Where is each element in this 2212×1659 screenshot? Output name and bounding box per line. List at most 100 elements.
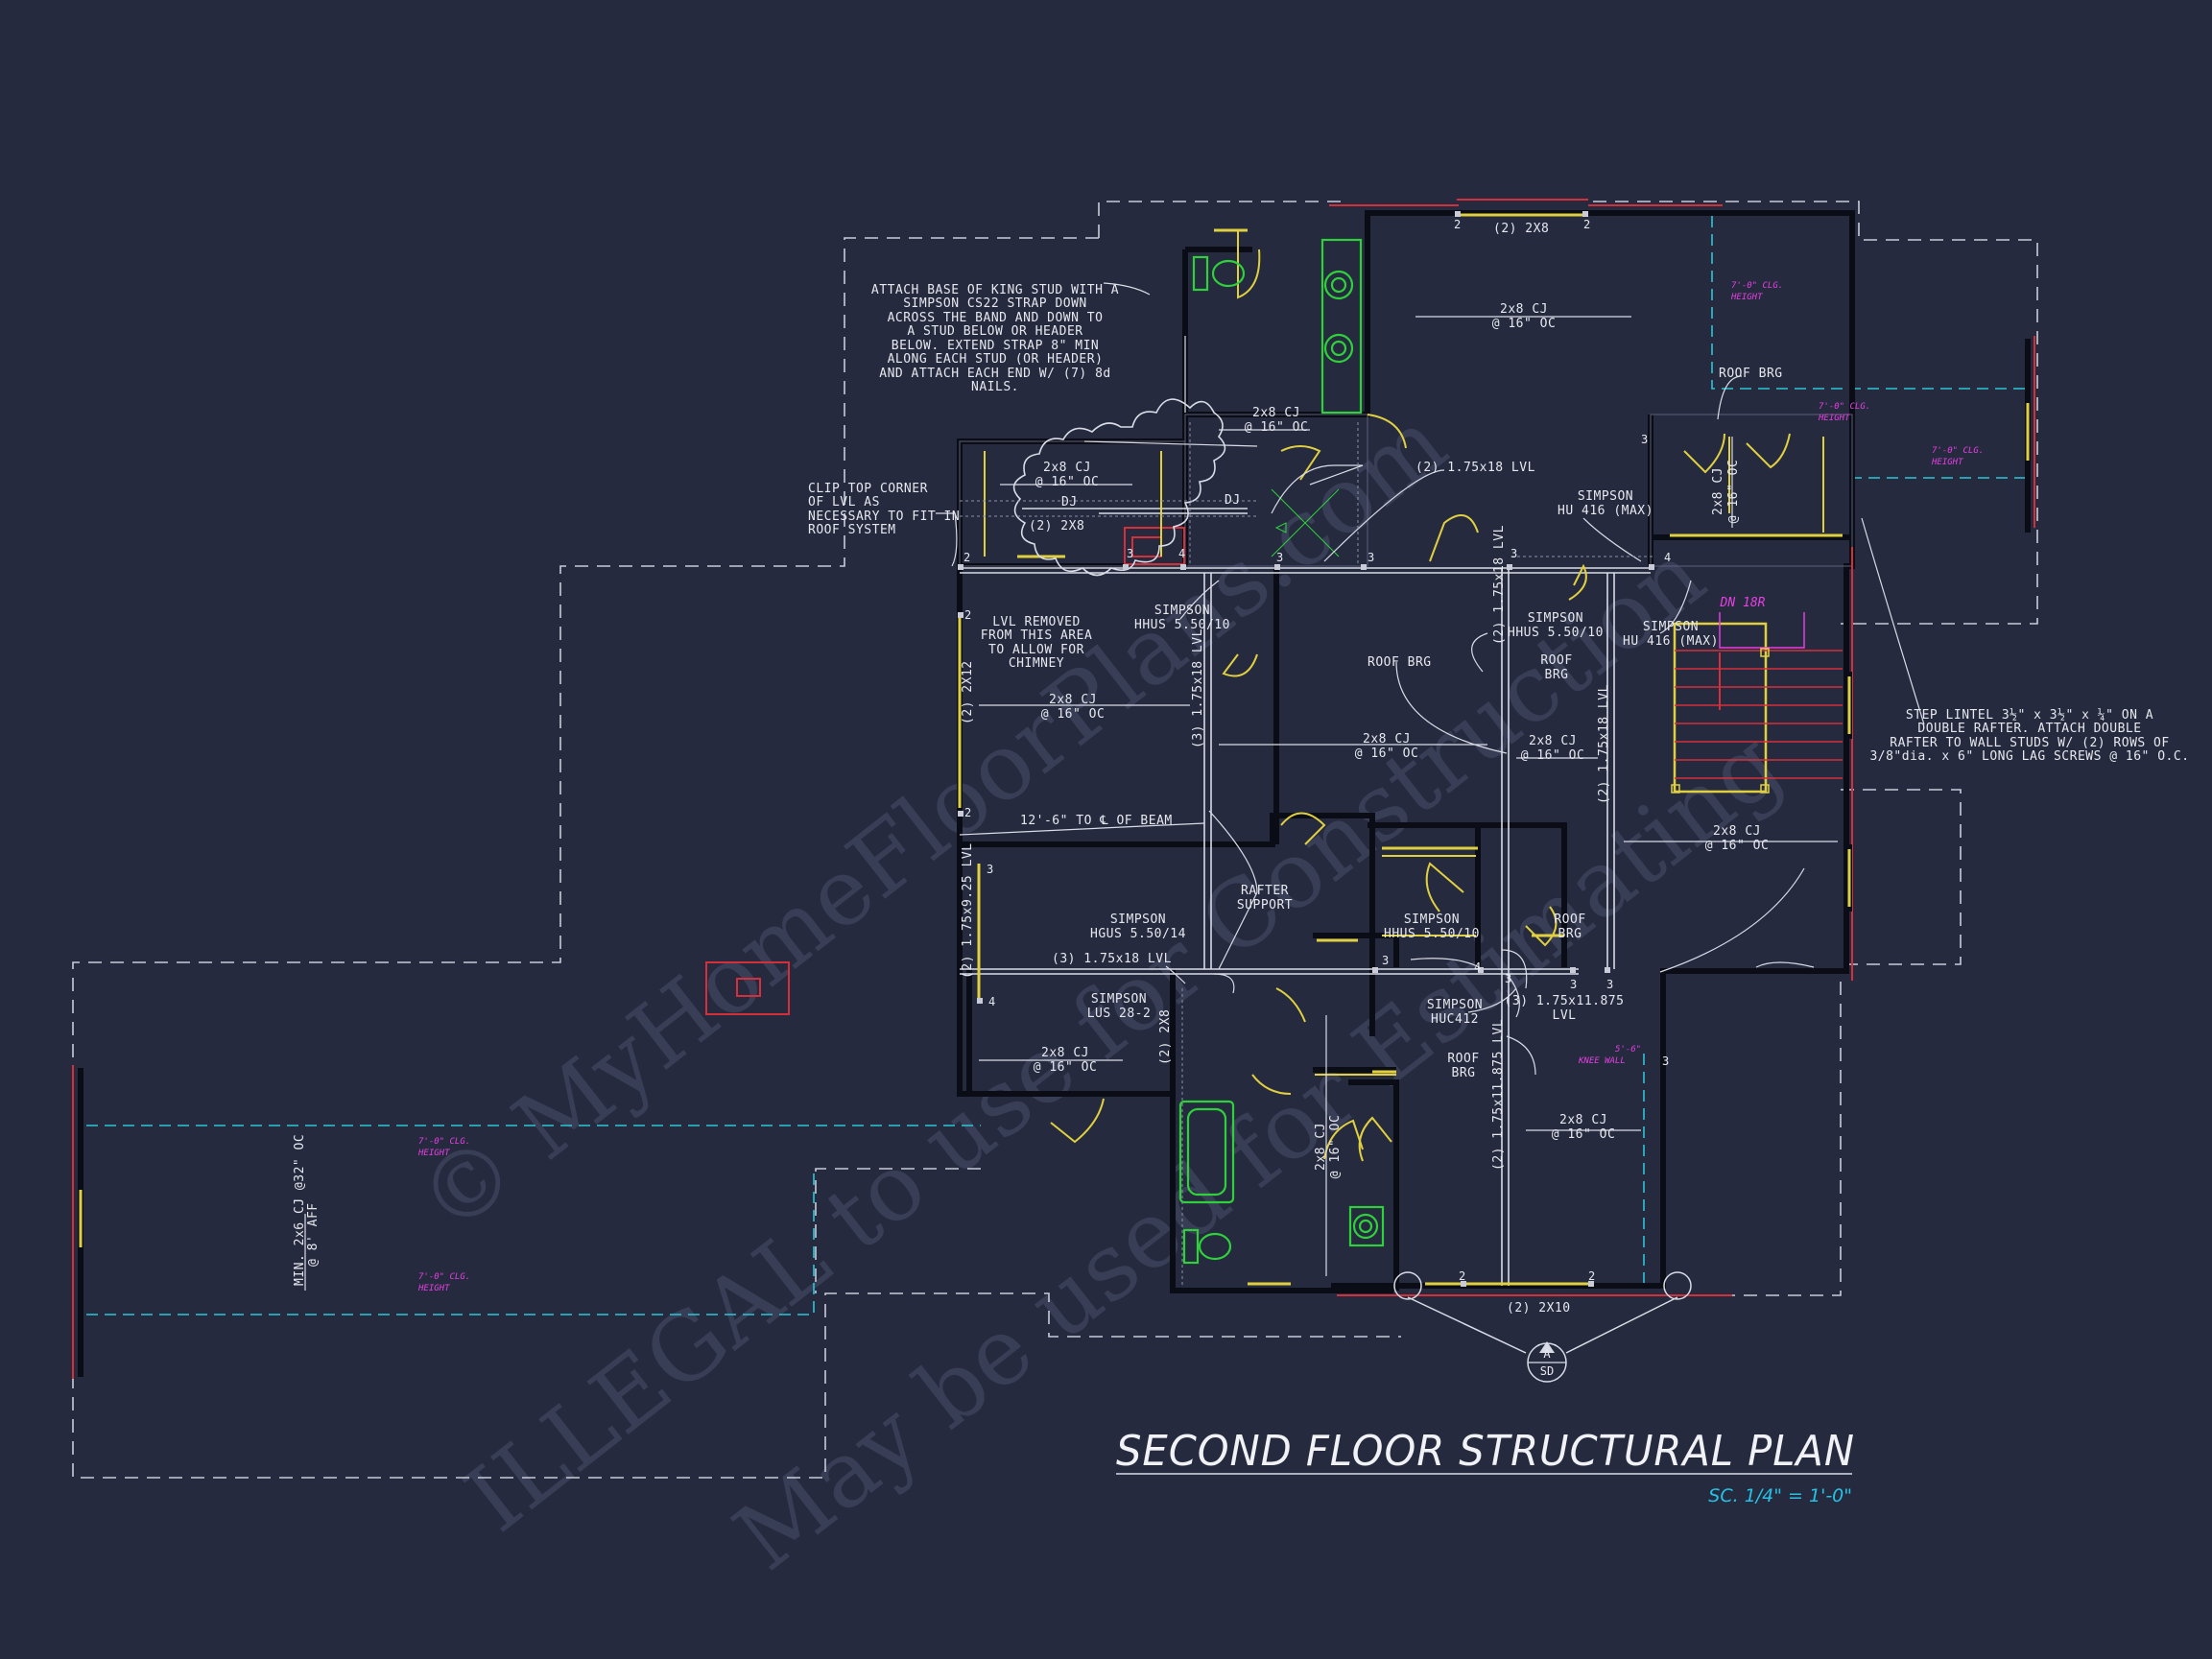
dj-label: DJ [1225,493,1241,508]
svg-text:LVL REMOVED: LVL REMOVED [992,615,1081,629]
svg-text:A STUD BELOW OR HEADER: A STUD BELOW OR HEADER [907,324,1082,339]
svg-text:CHIMNEY: CHIMNEY [1009,656,1064,671]
headers [958,213,1843,1286]
post-number: 4 [988,995,995,1008]
ceiling-height-tag: HEIGHT [417,1284,450,1293]
ceiling-height-tags: 7'-0" CLG. HEIGHT 7'-0" CLG. HEIGHT 7'-0… [417,281,1984,1293]
section-sheet: SD [1540,1364,1554,1378]
simpson-note: HUC412 [1431,1012,1479,1027]
joist-size: 2x8 CJ [1713,824,1761,839]
chase [1271,488,1340,557]
joist-size: 2x8 CJ [1314,1123,1328,1171]
header-label: (2) 2X8 [1029,519,1084,533]
svg-text:3/8"dia. x 6" LONG LAG SCREWS: 3/8"dia. x 6" LONG LAG SCREWS @ 16" O.C. [1869,749,2189,764]
joist-spacing: @ 16" OC [1552,1127,1616,1142]
svg-text:DOUBLE RAFTER. ATTACH DOUBLE: DOUBLE RAFTER. ATTACH DOUBLE [1917,722,2141,736]
post-number: 3 [1505,972,1511,985]
plan-title: SECOND FLOOR STRUCTURAL PLAN [1116,1427,1855,1476]
post-number: 3 [1662,1055,1669,1068]
header-label: (2) 2X10 [1507,1301,1571,1315]
post-number: 3 [1127,547,1133,560]
toilet-icon [1211,259,1246,288]
header-label: (2) 2X8 [1158,1009,1173,1065]
post-number: 3 [1276,551,1283,564]
joist-size: 2x8 CJ [1363,732,1411,747]
post-numbers: 2 2 3 4 2 3 4 3 3 3 3 4 2 2 3 4 3 3 3 3 … [963,218,1671,1283]
joist-spacing: @ 16" OC [1726,460,1741,524]
joist-labels: 2x8 CJ @ 16" OC 2x8 CJ @ 16" OC 2x8 CJ @… [1034,302,1769,1178]
joist-size: 2x8 CJ [1559,1113,1607,1127]
svg-text:RAFTER TO WALL STUDS W/ (2) RO: RAFTER TO WALL STUDS W/ (2) ROWS OF [1890,736,2169,750]
beam-dimension: 12'-6" TO ℄ OF BEAM [1020,814,1173,828]
fixtures [1178,238,1385,1265]
toilet-tank-icon [1192,255,1209,292]
roof-brg-note: ROOF [1554,912,1585,927]
interior-dotted-lines [960,422,1655,1286]
beams [960,508,1651,1286]
section-marker: A SD [1527,1341,1567,1383]
bathtub-icon [1178,1100,1235,1204]
post-number: 2 [1583,218,1590,231]
joist-spacing: @ 16" OC [1492,317,1557,331]
notes: ATTACH BASE OF KING STUD WITH A SIMPSON … [293,222,2189,1315]
section-letter: A [1543,1347,1551,1361]
simpson-note: SIMPSON [1110,912,1166,927]
window-glass [79,403,2030,1247]
joist-spacing: @ 16" OC [1521,748,1585,763]
simpson-note: HHUS 5.50/10 [1384,927,1480,941]
joist-spacing: @ 16" OC [1041,707,1106,722]
simpson-note: SIMPSON [1643,620,1699,634]
sink-icon-3 [1352,1213,1379,1240]
stair-label: DN 18R [1720,596,1766,610]
post-number: 2 [964,608,971,622]
beam-ends [958,211,1654,1287]
ceiling-height-tag: 7'-0" CLG. [418,1272,470,1282]
leader-lines [936,282,1925,1076]
roof-brg-note: BRG [1545,668,1569,682]
svg-text:AND ATTACH EACH END W/ (7) 8d: AND ATTACH EACH END W/ (7) 8d [879,367,1110,381]
joist-size: 2x8 CJ [1252,406,1300,420]
svg-text:BELOW. EXTEND STRAP 8" MIN: BELOW. EXTEND STRAP 8" MIN [892,339,1100,353]
roof-brg-note: ROOF BRG [1719,367,1783,381]
post-number: 2 [1454,218,1461,231]
red-markers [72,199,2035,1379]
svg-text:TO ALLOW FOR: TO ALLOW FOR [988,643,1084,657]
post-number: 3 [1382,954,1389,967]
joist-spacing: @ 16" OC [1245,420,1309,435]
ceiling-height-lines [86,216,2025,1315]
rafter-support-note: RAFTER [1241,884,1289,898]
simpson-note: SIMPSON [1578,489,1633,504]
lvl-note: (2) 1.75x11.875 LVL [1491,1019,1506,1171]
joist-spacing: @ 16" OC [1035,475,1100,489]
joist-size: 2x8 CJ [1711,467,1725,515]
post-number: 4 [1474,960,1481,974]
header-label: (2) 2X8 [1493,222,1549,236]
header-label: (2) 2X12 [961,660,975,724]
post-number: 2 [964,806,971,819]
simpson-note: SIMPSON [1154,604,1210,618]
ceiling-height-tag: 7'-0" CLG. [418,1137,470,1147]
svg-text:STEP LINTEL 3½" x 3½" x ¼" ON: STEP LINTEL 3½" x 3½" x ¼" ON A [1906,708,2153,723]
svg-text:ALONG EACH STUD (OR HEADER): ALONG EACH STUD (OR HEADER) [888,352,1104,367]
dashed-roof-outline [72,201,2038,1479]
svg-text:NECESSARY TO FIT IN: NECESSARY TO FIT IN [808,510,960,524]
lvl-note: (2) 1.75x18 LVL [1415,461,1535,475]
simpson-note: HU 416 (MAX) [1623,634,1719,649]
ceiling-height-tag: HEIGHT [1931,458,1963,467]
post-number: 2 [963,551,970,564]
simpson-note: HU 416 (MAX) [1558,504,1653,518]
post-number: 2 [1459,1269,1465,1283]
ceiling-height-tag: 7'-0" CLG. [1731,281,1783,291]
ceiling-height-tag: 7'-0" CLG. [1932,446,1984,456]
svg-text:OF LVL AS: OF LVL AS [808,495,880,510]
knee-wall-note: KNEE WALL [1578,1056,1626,1066]
svg-text:ATTACH BASE OF KING STUD WITH: ATTACH BASE OF KING STUD WITH A [871,283,1119,297]
note-clip-corner: CLIP TOP CORNER OF LVL AS NECESSARY TO F… [808,482,960,537]
lvl-note: (3) 1.75x18 LVL [1191,628,1205,748]
roof-brg-note: BRG [1452,1066,1476,1080]
lvl-note: (3) 1.75x18 LVL [1052,952,1172,966]
svg-text:NAILS.: NAILS. [971,380,1019,394]
svg-text:FROM THIS AREA: FROM THIS AREA [981,628,1093,643]
simpson-note: HGUS 5.50/14 [1090,927,1186,941]
